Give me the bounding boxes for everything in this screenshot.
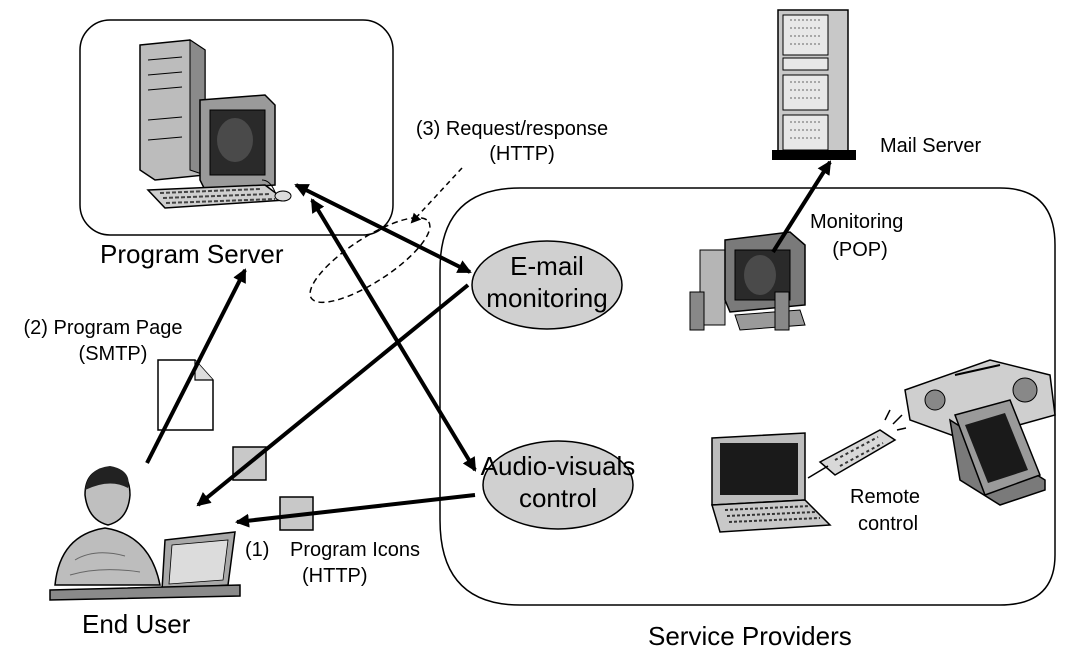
monitoring-label-line1: Monitoring: [810, 211, 903, 233]
arrow-program-server-av: [310, 198, 477, 472]
remote-control-label-line2: control: [858, 513, 918, 535]
service-providers-label: Service Providers: [648, 621, 852, 651]
end-user-label: End User: [82, 609, 191, 639]
audio-visuals-control-node: [482, 440, 634, 530]
remote-control-icon: [818, 409, 907, 476]
program-icons-label-line1: Program Icons: [290, 539, 420, 561]
program-icons-label-line2: (HTTP): [302, 565, 368, 587]
arrow-email-to-user: [196, 283, 470, 507]
program-page-label-line1: (2) Program Page: [24, 317, 183, 339]
mail-server-label: Mail Server: [880, 135, 981, 157]
request-response-label-line1: (3) Request/response: [416, 118, 608, 140]
program-server-label: Program Server: [100, 239, 284, 269]
email-monitoring-label-line2: monitoring: [486, 283, 607, 313]
end-user-icon: [49, 466, 241, 601]
arrow-user-to-program-server: [145, 268, 247, 464]
monitoring-label-line2: (POP): [832, 239, 888, 261]
request-response-highlight: [309, 216, 431, 304]
request-response-pointer: [410, 167, 463, 224]
program-page-document-icon: [157, 359, 214, 431]
audio-visual-equipment-icon: [904, 359, 1056, 506]
mail-server-icon: [772, 9, 856, 160]
program-page-label-line2: (SMTP): [79, 343, 148, 365]
arrow-monitoring-to-mail-server: [771, 160, 832, 254]
audio-visuals-label-line2: control: [519, 483, 597, 513]
monitoring-pc-icon: [689, 231, 806, 331]
request-response-label-line2: (HTTP): [489, 143, 555, 165]
laptop-icon: [711, 432, 832, 533]
remote-control-label-line1: Remote: [850, 486, 920, 508]
program-icons-label-num: (1): [245, 539, 269, 561]
arrow-av-to-user: [235, 493, 476, 528]
email-monitoring-label-line1: E-mail: [510, 251, 584, 281]
program-server-computer-icon: [139, 39, 292, 209]
laptop-remote-link: [807, 465, 829, 479]
audio-visuals-label-line1: Audio-visuals: [481, 451, 636, 481]
